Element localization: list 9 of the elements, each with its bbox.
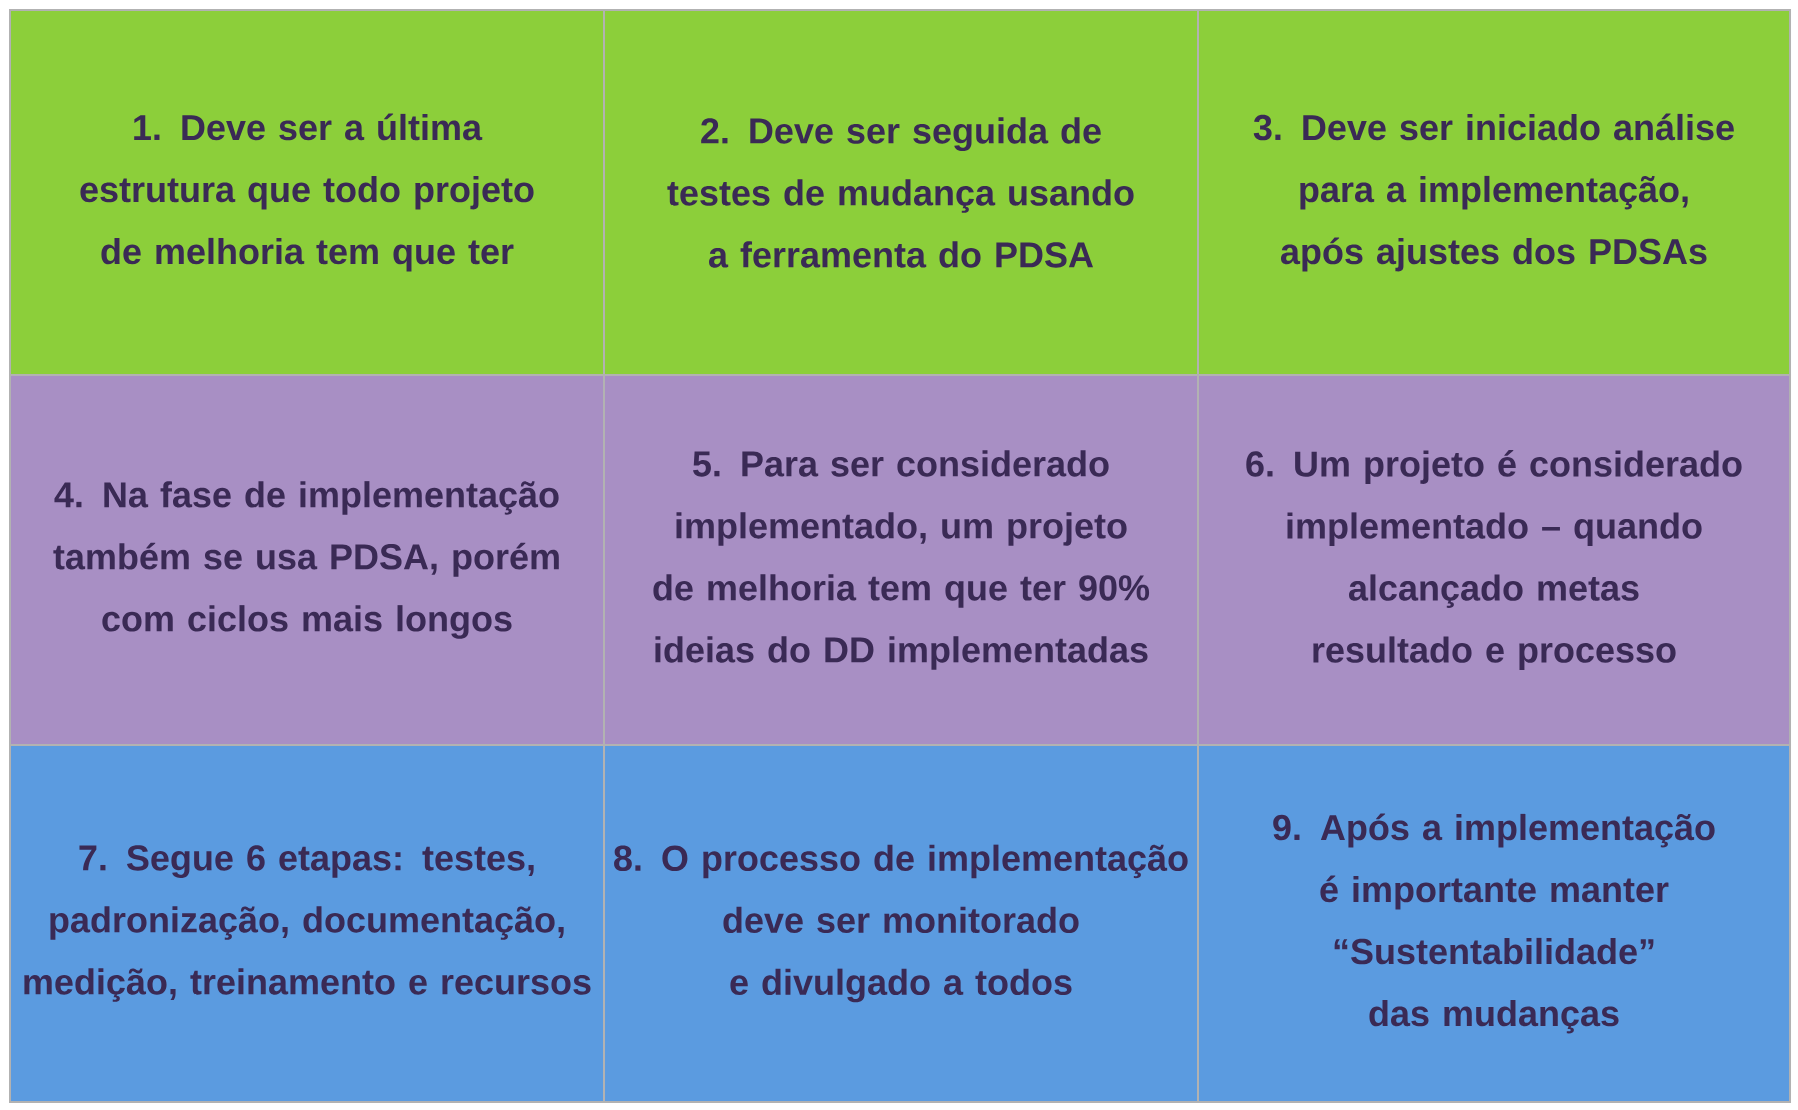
puzzle-tile: 1. Deve ser a última estrutura que todo projeto de melhoria tem que ter (9, 9, 605, 376)
puzzle-tile: 5. Para ser considerado implementado, um projeto de melhoria tem que ter 90% ideias do DD implementadas (603, 374, 1199, 746)
puzzle-tile: 3. Deve ser iniciado análise para a implementação, após ajustes dos PDSAs (1197, 9, 1791, 376)
puzzle-tile: 6. Um projeto é considerado implementado – quando alcançado metas resultado e processo (1197, 374, 1791, 746)
puzzle-tile: 8. O processo de implementação deve ser monitorado e divulgado a todos (603, 744, 1199, 1103)
puzzle-tile: 4. Na fase de implementação também se usa PDSA, porém com ciclos mais longos (9, 374, 605, 746)
puzzle-tile: 7. Segue 6 etapas: testes, padronização, documentação, medição, treinamento e recursos (9, 744, 605, 1103)
puzzle-tile: 2. Deve ser seguida de testes de mudança usando a ferramenta do PDSA (603, 9, 1199, 376)
puzzle-tile: 9. Após a implementação é importante manter “Sustentabilidade” das mudanças (1197, 744, 1791, 1103)
